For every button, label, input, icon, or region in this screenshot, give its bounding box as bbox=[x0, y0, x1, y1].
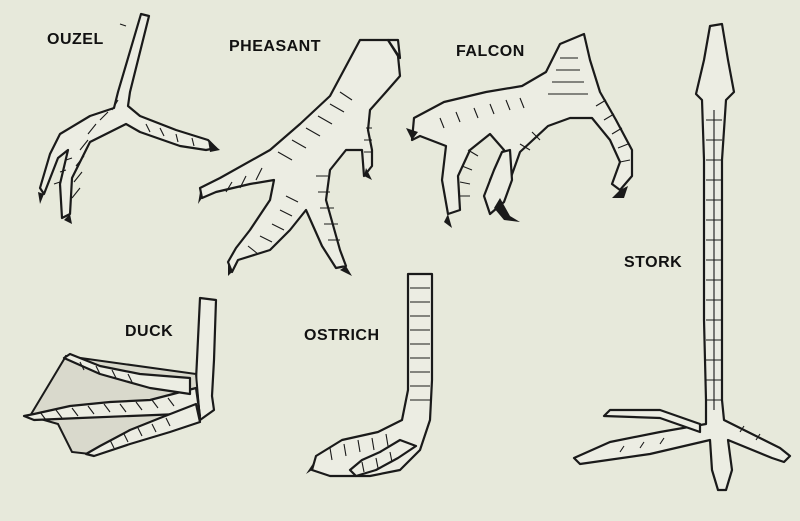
label-duck: DUCK bbox=[125, 323, 174, 340]
duck-foot bbox=[22, 296, 218, 458]
ouzel-foot bbox=[38, 12, 220, 224]
label-pheasant: PHEASANT bbox=[229, 38, 322, 55]
label-ostrich: OSTRICH bbox=[304, 327, 380, 344]
label-ouzel: OUZEL bbox=[47, 31, 104, 48]
stork-foot bbox=[572, 22, 792, 492]
label-falcon: FALCON bbox=[456, 43, 525, 60]
falcon-foot bbox=[406, 32, 634, 228]
ostrich-foot bbox=[306, 272, 434, 478]
label-stork: STORK bbox=[624, 254, 683, 271]
pheasant-foot bbox=[198, 38, 402, 276]
